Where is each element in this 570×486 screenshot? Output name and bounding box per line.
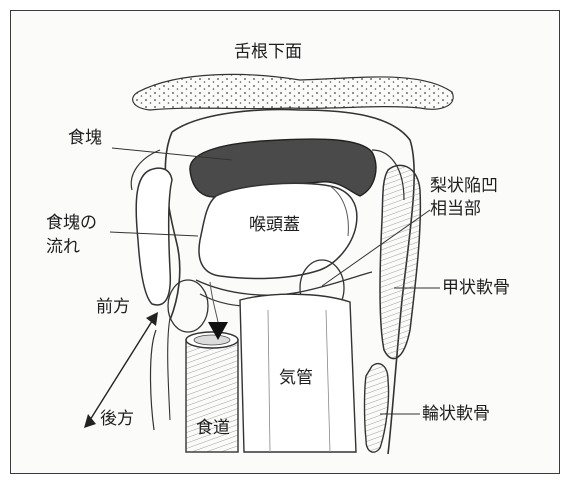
label-piriform-sinus-line2: 相当部 — [430, 199, 481, 219]
direction-arrow — [90, 318, 154, 420]
label-bolus-flow-line1: 食塊の — [46, 213, 97, 233]
label-posterior: 後方 — [100, 409, 134, 429]
label-anterior: 前方 — [96, 297, 130, 317]
label-epiglottis: 喉頭蓋 — [249, 215, 300, 235]
label-cricoid-cartilage: 輪状軟骨 — [422, 404, 490, 424]
tongue-base-shape — [133, 74, 454, 110]
label-bolus: 食塊 — [68, 128, 102, 148]
left-wall-shape — [136, 168, 172, 305]
label-thyroid-cartilage: 甲状軟骨 — [442, 278, 510, 298]
label-tongue-base-underside: 舌根下面 — [234, 42, 302, 62]
label-piriform-sinus-line1: 梨状陥凹 — [430, 176, 498, 196]
label-bolus-flow-line2: 流れ — [46, 237, 80, 257]
label-trachea: 気管 — [279, 368, 313, 388]
cricoid-cartilage-shape — [365, 364, 389, 452]
thyroid-cartilage-shape — [380, 165, 420, 358]
label-esophagus: 食道 — [196, 418, 230, 438]
